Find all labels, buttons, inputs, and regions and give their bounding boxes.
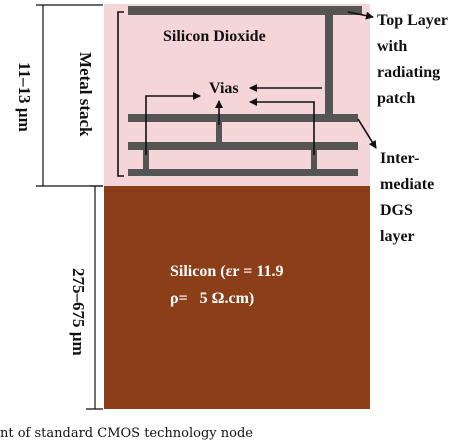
via-left xyxy=(143,150,149,169)
top-layer-line-1: Top Layer xyxy=(377,12,448,29)
top-layer-line-2: with xyxy=(377,38,407,55)
silicon-label-line-1: Silicon (εr = 11.9 xyxy=(170,263,283,280)
vias-arrow-right-2 xyxy=(249,98,315,155)
dgs-layer-line-3: DGS xyxy=(380,202,413,219)
dgs-layer-line-2: mediate xyxy=(380,176,434,193)
bottom-metal-layer xyxy=(128,169,358,176)
substrate-thickness-dimension xyxy=(86,185,103,410)
vertical-via-right xyxy=(325,15,333,118)
via-right xyxy=(311,150,317,169)
intermediate-metal-layer-1 xyxy=(128,114,358,122)
arrows xyxy=(145,11,377,155)
figure-caption: nt of standard CMOS technology node xyxy=(0,426,253,440)
intermediate-metal-layer-2 xyxy=(128,142,358,150)
top-layer-arrow xyxy=(347,11,374,20)
metal-stack-bracket xyxy=(117,11,124,177)
silicon-substrate-region xyxy=(104,186,370,409)
oxide-thickness-label: 11–13 µm xyxy=(15,62,34,132)
vias-label: Vias xyxy=(209,80,239,97)
silicon-dioxide-label: Silicon Dioxide xyxy=(163,28,266,45)
top-layer-line-3: radiating xyxy=(377,64,440,81)
dgs-layer-label: Inter- mediate DGS layer xyxy=(380,150,434,245)
via-center xyxy=(216,122,222,142)
dgs-layer-line-1: Inter- xyxy=(380,150,419,167)
top-layer-line-4: patch xyxy=(377,90,415,107)
metal-stack xyxy=(128,6,362,176)
top-metal-layer xyxy=(128,6,362,15)
top-layer-label: Top Layer with radiating patch xyxy=(377,12,448,107)
substrate-thickness-label: 275–675 µm xyxy=(69,268,88,356)
dgs-layer-line-4: layer xyxy=(380,228,415,245)
silicon-label-line-2: ρ= 5 Ω.cm) xyxy=(170,290,254,307)
dgs-layer-arrow xyxy=(357,118,377,149)
vias-arrow-left xyxy=(145,92,201,155)
metal-stack-label: Metal stack xyxy=(76,52,95,137)
